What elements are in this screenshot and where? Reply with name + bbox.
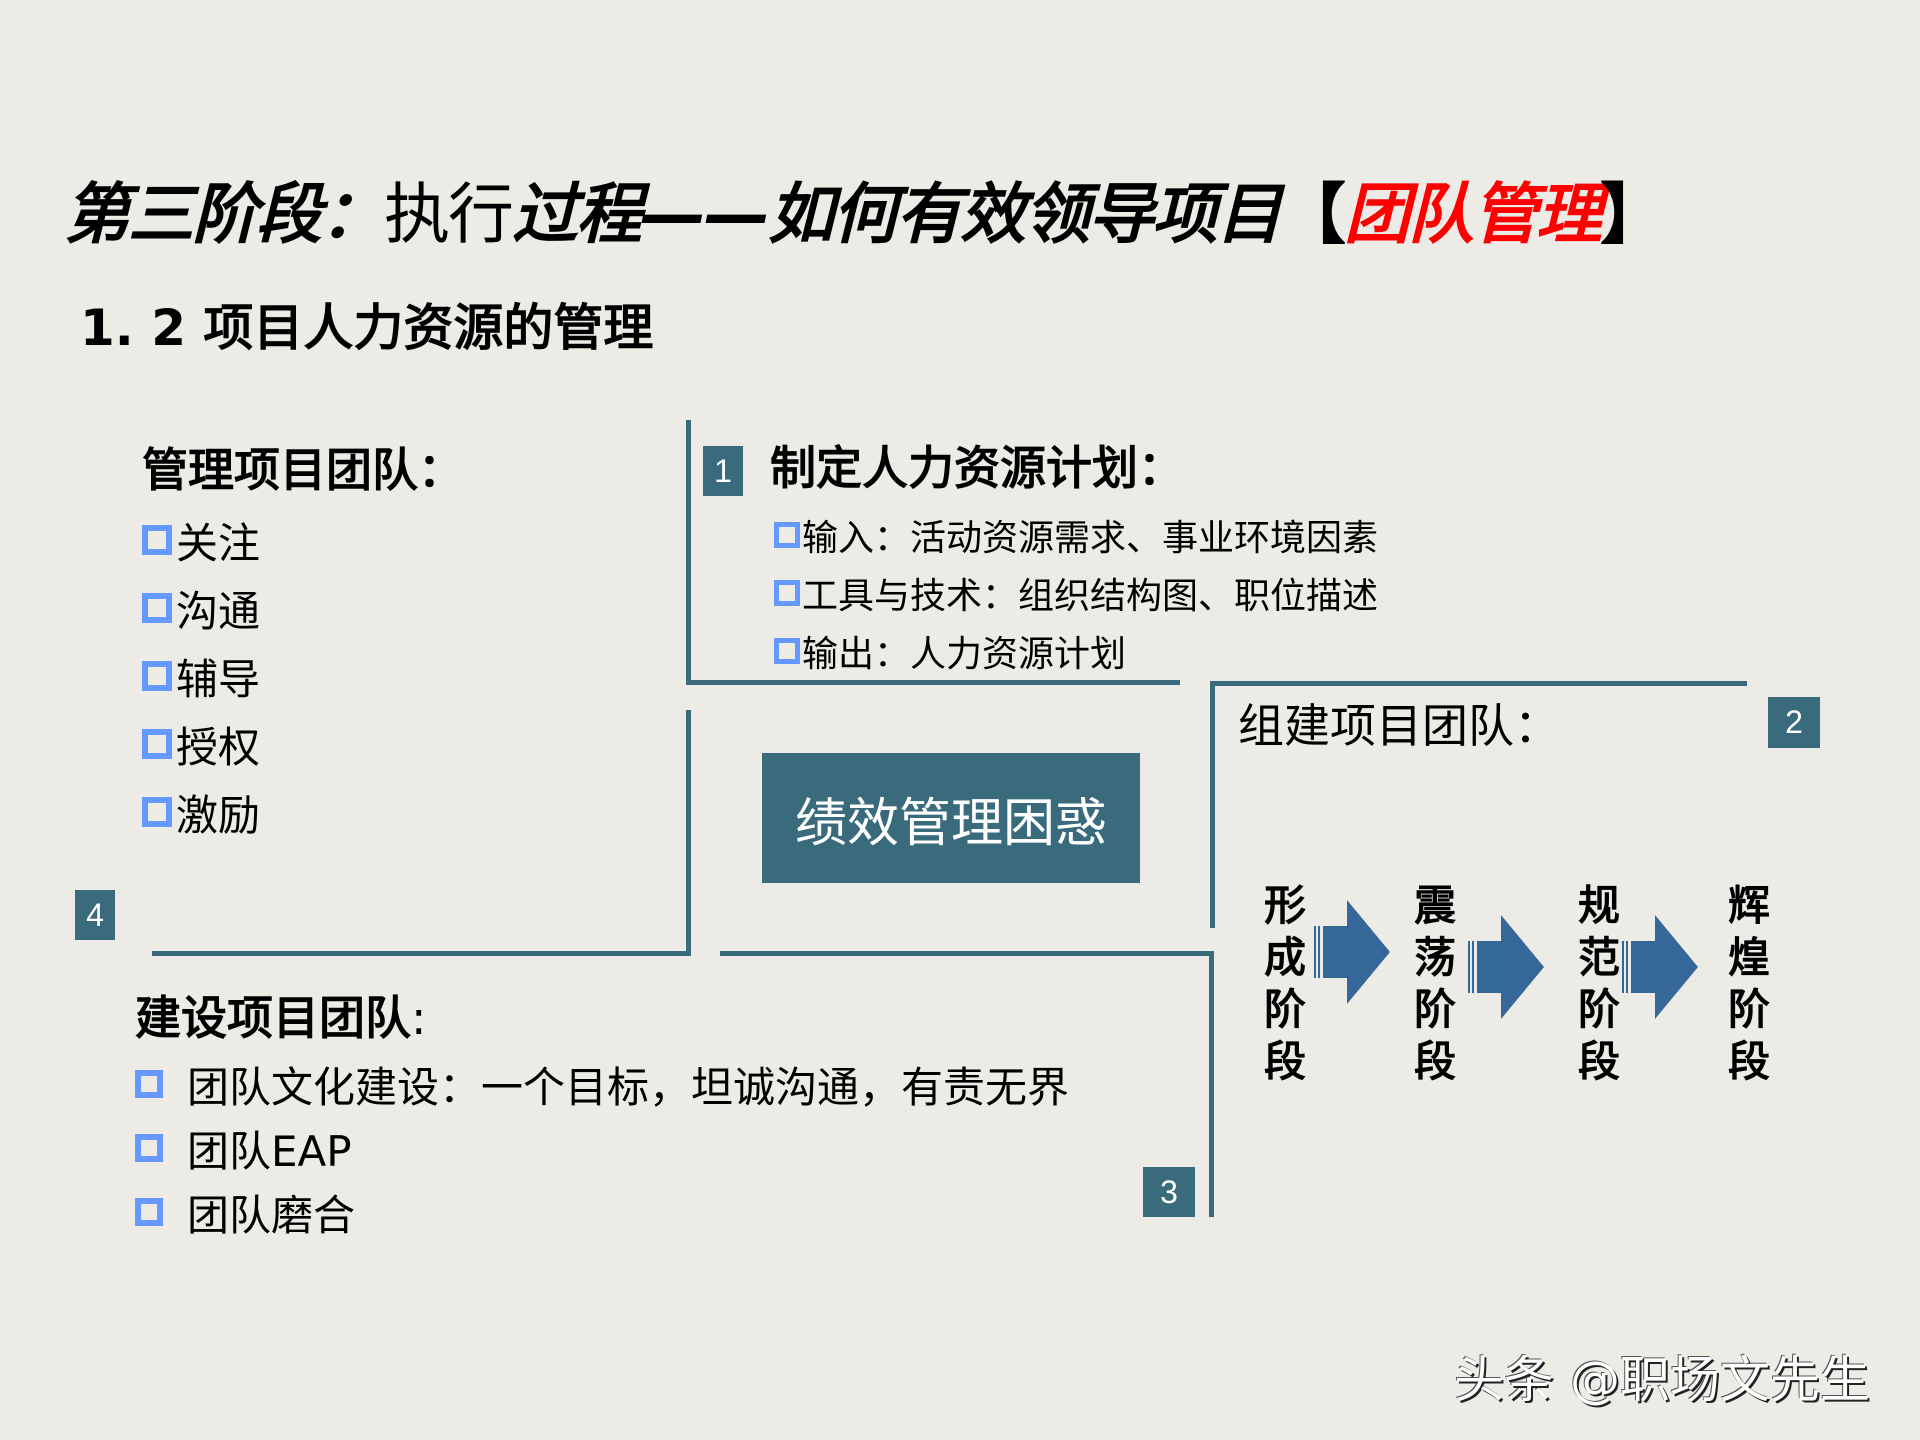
square-bullet-icon	[135, 1070, 163, 1098]
stage-char: 段	[1727, 1037, 1770, 1086]
stage-char: 辉	[1727, 881, 1770, 930]
square-bullet-icon	[774, 522, 800, 548]
stage-char: 煌	[1727, 933, 1770, 982]
stage-char: 段	[1413, 1037, 1456, 1086]
title-highlight: 团队管理	[1344, 176, 1602, 253]
square-bullet-icon	[135, 1134, 163, 1162]
list-item-text: 沟通	[176, 586, 261, 636]
stage-char: 范	[1577, 933, 1620, 982]
list-item-text: 输出：人力资源计划	[802, 634, 1127, 675]
square-bullet-icon	[774, 638, 800, 664]
plan-heading: 制定人力资源计划：	[770, 441, 1184, 495]
section-subtitle: 1. 2 项目人力资源的管理	[80, 299, 654, 357]
stage-char: 阶	[1727, 985, 1770, 1034]
list-item-text: 授权	[176, 722, 261, 772]
section-manage-team: 管理项目团队： 关注 沟通 辅导 授权 激励	[142, 440, 464, 846]
bracket-1-vertical	[686, 420, 691, 684]
bracket-3-vertical	[1209, 951, 1214, 1217]
title-bracket-open: 【	[1280, 176, 1346, 253]
stage-char: 成	[1263, 933, 1306, 982]
stage-char: 荡	[1413, 933, 1456, 982]
stage-forming: 形 成 阶 段	[1260, 880, 1310, 1088]
stage-char: 阶	[1577, 985, 1620, 1034]
form-team-heading: 组建项目团队：	[1238, 699, 1560, 753]
list-item: 团队磨合	[135, 1180, 1069, 1244]
list-item-text: 团队EAP	[187, 1126, 352, 1176]
square-bullet-icon	[142, 729, 172, 759]
stage-char: 震	[1413, 881, 1456, 930]
list-item: 沟通	[142, 574, 464, 642]
list-item-text: 工具与技术：组织结构图、职位描述	[802, 576, 1379, 617]
stage-char: 段	[1577, 1037, 1620, 1086]
square-bullet-icon	[135, 1198, 163, 1226]
manage-team-list: 关注 沟通 辅导 授权 激励	[142, 506, 464, 846]
square-bullet-icon	[142, 661, 172, 691]
list-item: 关注	[142, 506, 464, 574]
striped-right-arrow-icon	[1622, 915, 1698, 1019]
build-team-heading-text: 建设项目团队	[135, 991, 411, 1045]
section-plan: 制定人力资源计划：	[770, 438, 1184, 498]
title-part-execute: 执行	[384, 176, 514, 253]
section-build-team: 建设项目团队: 团队文化建设：一个目标，坦诚沟通，有责无界 团队EAP 团队磨合	[135, 988, 1069, 1244]
list-item-text: 团队磨合	[187, 1190, 356, 1240]
list-item: 激励	[142, 778, 464, 846]
bracket-4-horizontal	[152, 951, 691, 956]
badge-3: 3	[1143, 1167, 1195, 1217]
list-item-text: 关注	[176, 518, 261, 568]
manage-team-heading: 管理项目团队：	[142, 443, 464, 497]
stage-norming: 规 范 阶 段	[1574, 880, 1624, 1088]
list-item: 输出：人力资源计划	[774, 622, 1378, 680]
title-bracket-close: 】	[1600, 176, 1666, 253]
list-item-text: 辅导	[176, 654, 261, 704]
build-team-heading: 建设项目团队:	[135, 988, 1069, 1048]
title-part-stage: 第三阶段：	[64, 176, 386, 253]
list-item: 输入：活动资源需求、事业环境因素	[774, 506, 1378, 564]
badge-4: 4	[75, 890, 115, 940]
square-bullet-icon	[142, 593, 172, 623]
striped-right-arrow-icon	[1314, 900, 1390, 1004]
list-item-text: 团队文化建设：一个目标，坦诚沟通，有责无界	[187, 1062, 1070, 1112]
list-item-text: 激励	[176, 790, 261, 840]
square-bullet-icon	[142, 525, 172, 555]
list-item: 团队EAP	[135, 1116, 1069, 1180]
list-item-text: 输入：活动资源需求、事业环境因素	[802, 518, 1379, 559]
watermark: 头条 @职场文先生	[1454, 1351, 1870, 1409]
heading-colon: :	[411, 991, 427, 1045]
stage-storming: 震 荡 阶 段	[1410, 880, 1460, 1088]
badge-2: 2	[1768, 697, 1820, 748]
title-part-process: 过程——如何有效领导项目	[512, 176, 1282, 253]
list-item: 辅导	[142, 642, 464, 710]
bracket-4-vertical	[686, 710, 691, 956]
bracket-2-horizontal	[1210, 681, 1747, 686]
stage-char: 规	[1577, 881, 1620, 930]
square-bullet-icon	[142, 797, 172, 827]
bracket-2-vertical	[1210, 682, 1215, 928]
badge-1: 1	[703, 446, 743, 496]
stage-char: 阶	[1413, 985, 1456, 1034]
stage-char: 段	[1263, 1037, 1306, 1086]
bracket-3-horizontal	[720, 951, 1214, 956]
build-team-list: 团队文化建设：一个目标，坦诚沟通，有责无界 团队EAP 团队磨合	[135, 1052, 1069, 1244]
bracket-1-horizontal	[686, 680, 1180, 685]
stage-char: 阶	[1263, 985, 1306, 1034]
list-item: 团队文化建设：一个目标，坦诚沟通，有责无界	[135, 1052, 1069, 1116]
stage-performing: 辉 煌 阶 段	[1724, 880, 1774, 1088]
stage-char: 形	[1263, 881, 1306, 930]
square-bullet-icon	[774, 580, 800, 606]
list-item: 授权	[142, 710, 464, 778]
slide-title: 第三阶段：执行过程——如何有效领导项目【团队管理】	[64, 170, 1666, 260]
performance-management-box: 绩效管理困惑	[762, 753, 1140, 883]
plan-list: 输入：活动资源需求、事业环境因素 工具与技术：组织结构图、职位描述 输出：人力资…	[774, 506, 1378, 680]
list-item: 工具与技术：组织结构图、职位描述	[774, 564, 1378, 622]
striped-right-arrow-icon	[1468, 915, 1544, 1019]
